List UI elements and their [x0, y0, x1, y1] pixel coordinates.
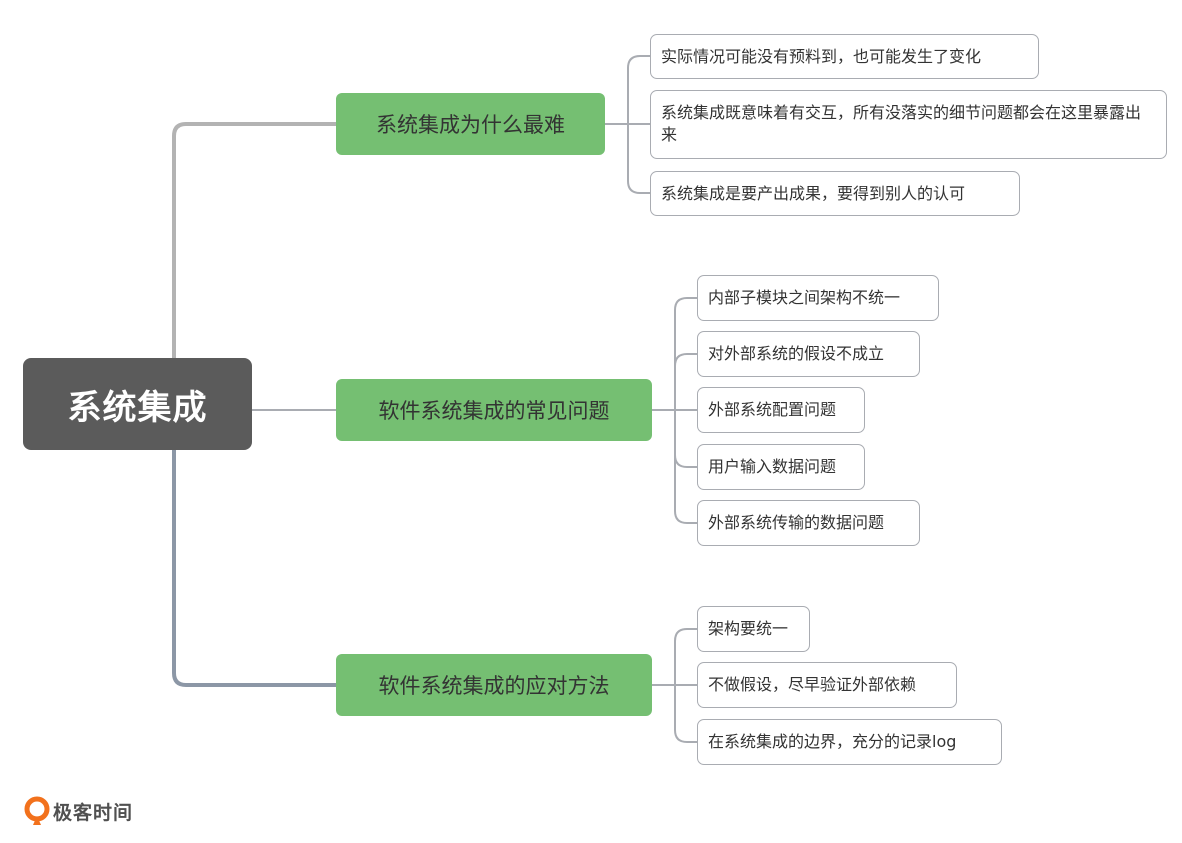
- leaf-node[interactable]: 不做假设，尽早验证外部依赖: [697, 662, 957, 708]
- leaf-node[interactable]: 内部子模块之间架构不统一: [697, 275, 939, 321]
- connector-branch-1-leaf-1: [627, 55, 650, 124]
- leaf-node[interactable]: 外部系统配置问题: [697, 387, 865, 433]
- leaf-node[interactable]: 系统集成是要产出成果，要得到别人的认可: [650, 171, 1020, 216]
- leaf-node[interactable]: 系统集成既意味着有交互，所有没落实的细节问题都会在这里暴露出来: [650, 90, 1167, 159]
- branch-node-common-problems[interactable]: 软件系统集成的常见问题: [336, 379, 652, 441]
- connector-branch-2-leaf-4: [674, 410, 697, 468]
- connector-branch-3-leaf-1: [674, 628, 697, 685]
- connector-branch-2-leaf-1: [674, 297, 697, 410]
- leaf-node[interactable]: 架构要统一: [697, 606, 810, 652]
- connector-root-branch-1: [172, 122, 336, 358]
- branch-node-why-hard[interactable]: 系统集成为什么最难: [336, 93, 605, 155]
- leaf-node[interactable]: 在系统集成的边界，充分的记录log: [697, 719, 1002, 765]
- root-node[interactable]: 系统集成: [23, 358, 252, 450]
- leaf-node[interactable]: 实际情况可能没有预料到，也可能发生了变化: [650, 34, 1039, 79]
- connector-branch-2-leaf-2: [674, 353, 697, 410]
- connector-branch-1-leaf-3: [627, 124, 650, 194]
- leaf-node[interactable]: 用户输入数据问题: [697, 444, 865, 490]
- brand-logo: 极客时间: [24, 796, 133, 826]
- leaf-node[interactable]: 对外部系统的假设不成立: [697, 331, 920, 377]
- connector-branch-2-leaf-5: [674, 410, 697, 524]
- brand-logo-icon: [24, 796, 50, 825]
- leaf-node[interactable]: 外部系统传输的数据问题: [697, 500, 920, 546]
- connector-root-branch-3: [172, 450, 336, 687]
- connector-branch-3-leaf-3: [674, 685, 697, 743]
- brand-name: 极客时间: [53, 801, 134, 824]
- branch-node-solutions[interactable]: 软件系统集成的应对方法: [336, 654, 652, 716]
